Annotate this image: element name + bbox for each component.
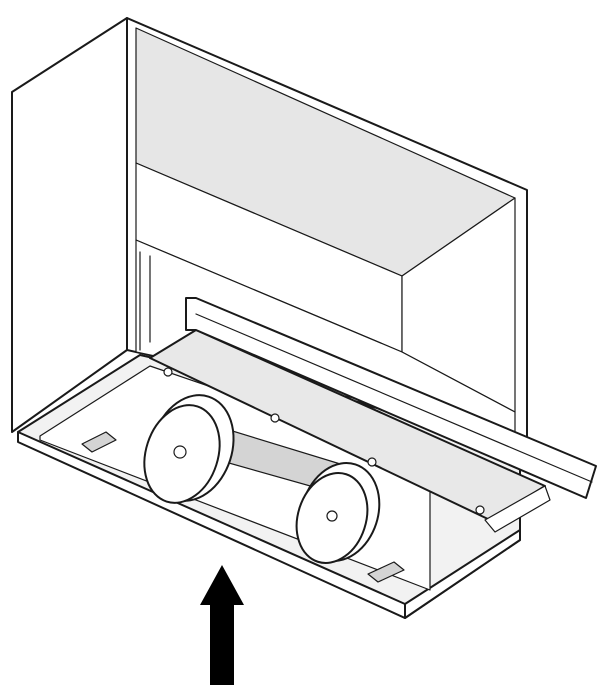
hood-side-rail <box>484 485 551 533</box>
arrow-head <box>200 565 244 605</box>
visor-screw <box>163 367 173 377</box>
blower-fan-right <box>295 462 381 564</box>
fan-left-hub <box>173 445 187 459</box>
visor-screw <box>270 413 280 423</box>
arrow-shaft <box>210 603 234 685</box>
hood-visor-bar <box>185 297 597 499</box>
cabinet-interior-lower <box>135 239 516 433</box>
fan-right-hub <box>326 510 338 522</box>
hood-visor-bar-edge <box>195 313 593 483</box>
filter-clip-left <box>81 431 117 453</box>
cabinet-side-panel <box>11 17 128 433</box>
visor-screw <box>475 505 485 515</box>
blower-fan-left <box>143 394 235 504</box>
hood-tray-right-rim <box>404 529 521 619</box>
arrow-up-icon <box>200 565 244 685</box>
filter-clip-right <box>367 561 405 583</box>
visor-screw <box>367 457 377 467</box>
